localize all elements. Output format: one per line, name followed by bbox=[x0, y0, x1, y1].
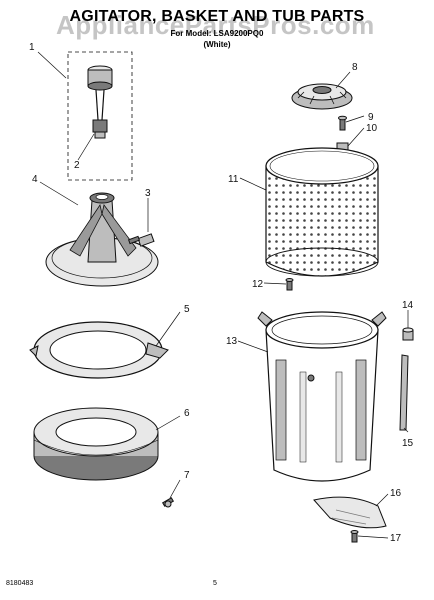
callout-5: 5 bbox=[184, 304, 190, 315]
callout-11: 11 bbox=[228, 174, 239, 185]
callout-1: 1 bbox=[29, 42, 35, 53]
part-8-drive-hub[interactable] bbox=[291, 83, 353, 110]
color-variant: (White) bbox=[203, 40, 231, 49]
part-14-fitting[interactable] bbox=[402, 327, 414, 341]
callout-17: 17 bbox=[390, 533, 402, 544]
callout-4: 4 bbox=[32, 174, 38, 185]
callout-10: 10 bbox=[366, 123, 378, 134]
part-7-screw[interactable] bbox=[161, 497, 175, 508]
part-15-hose[interactable] bbox=[399, 354, 409, 431]
part-11-wash-basket[interactable] bbox=[265, 147, 379, 277]
part-2-cam-assembly[interactable] bbox=[77, 133, 95, 161]
part-9-bolt[interactable] bbox=[338, 115, 347, 131]
callout-2: 2 bbox=[74, 160, 80, 171]
part-3-agitator-bolt[interactable] bbox=[127, 233, 155, 247]
part-12-screw[interactable] bbox=[285, 278, 294, 291]
callout-13: 13 bbox=[226, 336, 238, 347]
part-4-agitator[interactable] bbox=[45, 192, 159, 287]
leader-lines bbox=[37, 51, 409, 539]
callout-labels: 1 2 3 4 5 6 7 8 9 10 11 12 13 14 15 16 1… bbox=[29, 42, 414, 544]
doc-number: 8180483 bbox=[6, 580, 34, 587]
part-1-agitator-cap-assembly[interactable] bbox=[67, 51, 133, 181]
callout-12: 12 bbox=[252, 279, 264, 290]
callout-7: 7 bbox=[184, 470, 190, 481]
part-17-screw[interactable] bbox=[350, 530, 359, 543]
callout-6: 6 bbox=[184, 408, 190, 419]
part-6-balance-ring[interactable] bbox=[33, 407, 159, 481]
callout-8: 8 bbox=[352, 62, 358, 73]
callout-14: 14 bbox=[402, 300, 414, 311]
page-title: AGITATOR, BASKET AND TUB PARTS bbox=[69, 8, 365, 25]
part-13-outer-tub[interactable] bbox=[257, 311, 387, 482]
model-subtitle: For Model: LSA9200PQ0 bbox=[170, 29, 264, 38]
callout-15: 15 bbox=[402, 438, 414, 449]
callout-3: 3 bbox=[145, 188, 151, 199]
page-number: 5 bbox=[213, 580, 217, 587]
watermark-text: AppliancePartsPros.com bbox=[56, 10, 375, 40]
callout-9: 9 bbox=[368, 112, 374, 123]
part-5-tub-ring[interactable] bbox=[29, 321, 169, 379]
part-16-cover[interactable] bbox=[313, 496, 387, 529]
callout-16: 16 bbox=[390, 488, 402, 499]
